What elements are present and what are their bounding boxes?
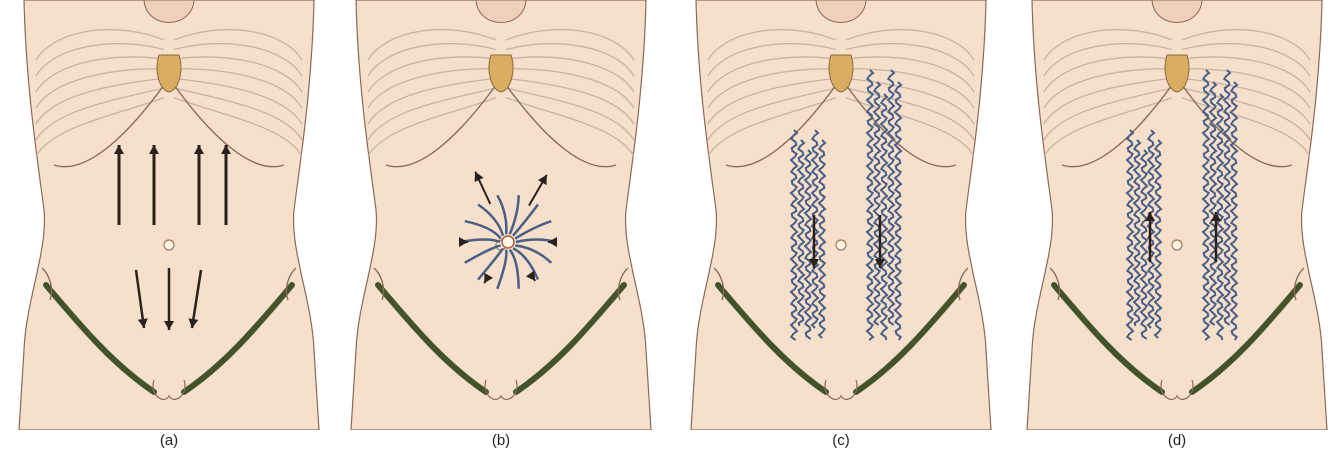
panel-d: (d) [1022, 0, 1332, 455]
torso-illustration-c [686, 0, 996, 430]
umbilicus-ring [502, 236, 514, 248]
torso-illustration-a [14, 0, 324, 430]
caption-d: (d) [1022, 432, 1332, 449]
panel-a: (a) [14, 0, 324, 455]
umbilicus [164, 240, 174, 250]
umbilicus [836, 240, 846, 250]
panel-c: (c) [686, 0, 996, 455]
umbilicus [1172, 240, 1182, 250]
caption-b: (b) [346, 432, 656, 449]
panel-b: (b) [346, 0, 656, 455]
torso-illustration-d [1022, 0, 1332, 430]
caption-c: (c) [686, 432, 996, 449]
torso-illustration-b [346, 0, 656, 430]
caption-a: (a) [14, 432, 324, 449]
